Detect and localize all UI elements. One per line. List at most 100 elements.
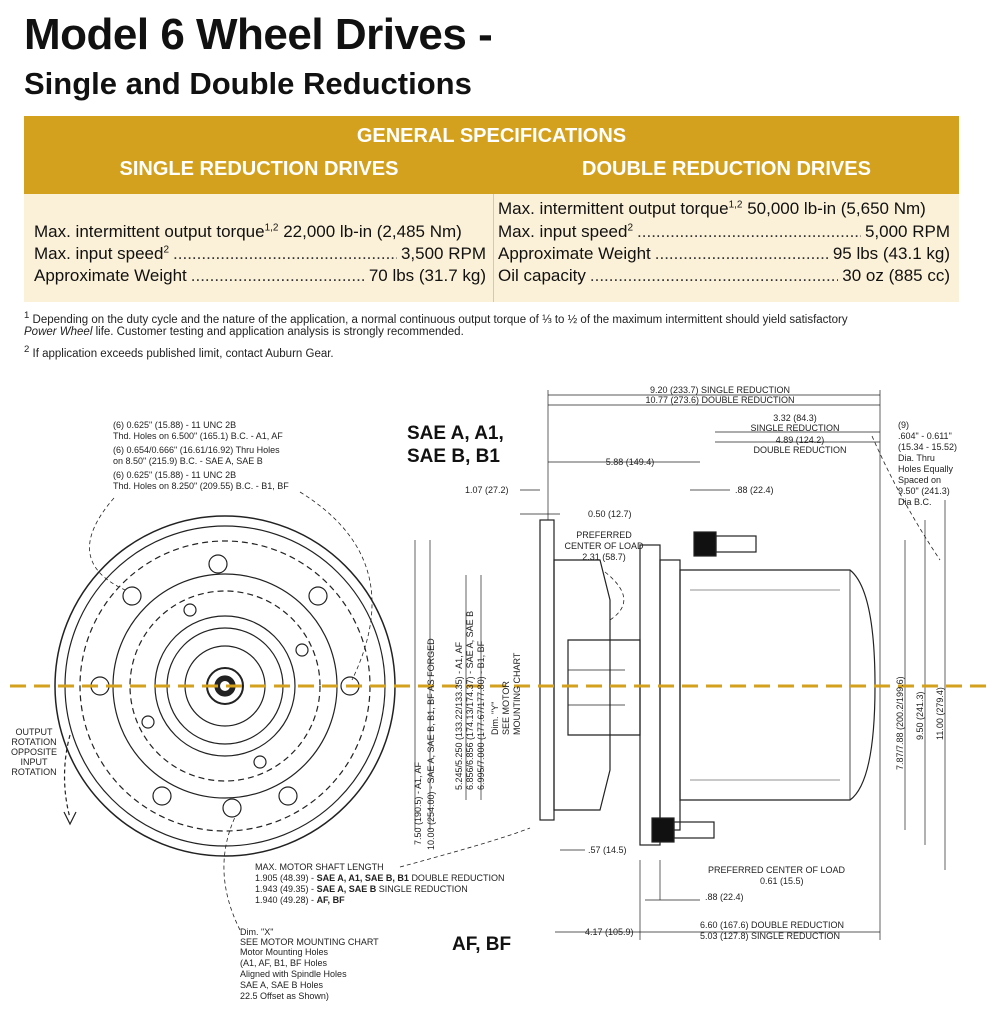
svg-text:Dia. Thru: Dia. Thru [898, 453, 935, 463]
svg-text:9.50" (241.3): 9.50" (241.3) [898, 486, 950, 496]
svg-text:0.50 (12.7): 0.50 (12.7) [588, 509, 632, 519]
side-view-dimensions: 9.20 (233.7) SINGLE REDUCTION 10.77 (273… [413, 385, 957, 941]
single-reduction-heading: SINGLE REDUCTION DRIVES [119, 158, 399, 180]
svg-text:6.60 (167.6) DOUBLE REDUCTION: 6.60 (167.6) DOUBLE REDUCTION [700, 920, 844, 930]
motor-hole [295, 643, 309, 657]
spec-heading: GENERAL SPECIFICATIONS [356, 125, 627, 147]
footnote-1: 1 Depending on the duty cycle and the na… [24, 310, 848, 326]
column-divider [493, 194, 494, 302]
svg-text:11.00 (279.4): 11.00 (279.4) [935, 687, 945, 740]
svg-text:10.00 (254.00) - SAE A, SAE B,: 10.00 (254.00) - SAE A, SAE B, B1, BF AS… [426, 638, 436, 850]
rotation-note: ROTATION [11, 767, 56, 777]
svg-text:3.32 (84.3): 3.32 (84.3) [773, 413, 817, 423]
mounting-hole [122, 586, 142, 606]
motor-hole [183, 603, 197, 617]
rotation-note: INPUT [21, 757, 49, 767]
svg-text:PREFERRED: PREFERRED [576, 530, 632, 540]
wheel-stud [651, 817, 675, 843]
svg-text:9.50 (241.3): 9.50 (241.3) [915, 691, 925, 740]
double-spec-row: Max. intermittent output torque1,2 50,00… [498, 199, 926, 218]
dot-leader: ........................................… [190, 266, 365, 285]
mounting-hole [222, 798, 242, 818]
footnote-1-cont: Power Wheel life. Customer testing and a… [24, 326, 464, 338]
front-note: (6) 0.625" (15.88) - 11 UNC 2B [113, 420, 236, 430]
svg-text:1.940 (49.28) - AF, BF: 1.940 (49.28) - AF, BF [255, 895, 345, 905]
page-subtitle: Single and Double Reductions [24, 66, 472, 101]
svg-text:(9): (9) [898, 420, 909, 430]
svg-text:MAX. MOTOR SHAFT LENGTH: MAX. MOTOR SHAFT LENGTH [255, 862, 384, 872]
dimx-note: Dim. "X" [240, 927, 273, 937]
shaft-bore [567, 639, 641, 736]
dot-leader: ........................................… [654, 244, 829, 263]
svg-text:PREFERRED CENTER OF LOAD: PREFERRED CENTER OF LOAD [708, 865, 846, 875]
dimx-note: SEE MOTOR MOUNTING CHART [240, 937, 379, 947]
front-note: Thd. Holes on 6.500" (165.1) B.C. - A1, … [113, 431, 283, 441]
front-note: (6) 0.625" (15.88) - 11 UNC 2B [113, 470, 236, 480]
svg-text:.88 (22.4): .88 (22.4) [705, 892, 744, 902]
svg-text:1.905 (48.39) - SAE A, A1, SAE: 1.905 (48.39) - SAE A, A1, SAE B, B1 DOU… [255, 873, 504, 883]
general-specifications-table: GENERAL SPECIFICATIONS SINGLE REDUCTION … [24, 116, 959, 302]
mounting-hole [208, 554, 228, 574]
svg-text:.88 (22.4): .88 (22.4) [735, 485, 774, 495]
dot-leader: ........................................… [637, 222, 861, 241]
mounting-hole [278, 786, 298, 806]
single-spec-row: Max. intermittent output torque1,2 22,00… [34, 222, 462, 241]
svg-text:7.50 (190.5) - A1, AF: 7.50 (190.5) - A1, AF [413, 761, 423, 845]
double-spec-row: Approximate Weight .....................… [498, 244, 950, 263]
rotation-arrow [63, 734, 71, 819]
dot-leader: ........................................… [173, 244, 397, 263]
wheel-flange [639, 544, 661, 846]
svg-text:0.61 (15.5): 0.61 (15.5) [760, 876, 804, 886]
svg-text:SINGLE REDUCTION: SINGLE REDUCTION [750, 423, 839, 433]
dimx-note: SAE A, SAE B Holes [240, 980, 324, 990]
svg-text:5.245/5.250 (133.22/133.35) -: 5.245/5.250 (133.22/133.35) - A1, AF [454, 641, 464, 790]
double-reduction-heading: DOUBLE REDUCTION DRIVES [582, 158, 871, 180]
spec-table-header: GENERAL SPECIFICATIONS SINGLE REDUCTION … [24, 116, 959, 194]
svg-text:.604" - 0.611": .604" - 0.611" [898, 431, 952, 441]
label-sae-group: SAE A, A1, SAE B, B1 [407, 423, 504, 467]
single-spec-row: Approximate Weight .....................… [34, 266, 486, 285]
mounting-hole [308, 586, 328, 606]
dimx-note: (A1, AF, B1, BF Holes [240, 958, 328, 968]
svg-text:4.17 (105.9): 4.17 (105.9) [585, 927, 634, 937]
front-view-notes: (6) 0.625" (15.88) - 11 UNC 2B Thd. Hole… [11, 420, 379, 1001]
svg-text:CENTER OF LOAD: CENTER OF LOAD [564, 541, 644, 551]
svg-text:Dia B.C.: Dia B.C. [898, 497, 932, 507]
svg-text:1.07 (27.2): 1.07 (27.2) [465, 485, 509, 495]
dimx-note: Aligned with Spindle Holes [240, 969, 347, 979]
page-title: Model 6 Wheel Drives - [24, 10, 493, 59]
front-note: (6) 0.654/0.666" (16.61/16.92) Thru Hole… [113, 445, 280, 455]
rotation-note: ROTATION [11, 737, 56, 747]
footnote-2: 2 If application exceeds published limit… [24, 344, 334, 360]
dimx-note: 22.5 Offset as Shown) [240, 991, 329, 1001]
svg-text:10.77 (273.6) DOUBLE REDUCTION: 10.77 (273.6) DOUBLE REDUCTION [645, 395, 794, 405]
hub-ring [659, 559, 681, 831]
dot-leader: ........................................… [589, 266, 839, 285]
svg-text:(15.34 - 15.52): (15.34 - 15.52) [898, 442, 957, 452]
bolt-circle-inner [129, 590, 321, 782]
svg-text:2.31 (58.7): 2.31 (58.7) [582, 552, 626, 562]
front-note: on 8.50" (215.9) B.C. - SAE A, SAE B [113, 456, 263, 466]
shaft-length-note: MAX. MOTOR SHAFT LENGTH 1.905 (48.39) - … [255, 862, 504, 905]
technical-drawing: (6) 0.625" (15.88) - 11 UNC 2B Thd. Hole… [10, 385, 990, 1001]
dimx-note: Motor Mounting Holes [240, 947, 329, 957]
svg-text:Holes Equally: Holes Equally [898, 464, 954, 474]
spindle-hub [553, 559, 611, 811]
svg-text:.57 (14.5): .57 (14.5) [588, 845, 627, 855]
wheel-stud-thread [673, 821, 715, 839]
svg-text:Spaced on: Spaced on [898, 475, 941, 485]
svg-text:6.995/7.000 (177.67/177.80) -: 6.995/7.000 (177.67/177.80) - B1, BF [476, 640, 486, 790]
motor-flange [539, 519, 555, 821]
svg-text:DOUBLE REDUCTION: DOUBLE REDUCTION [753, 445, 846, 455]
single-spec-row: Max. input speed2 ......................… [34, 244, 486, 263]
svg-text:MOUNTING CHART: MOUNTING CHART [512, 652, 522, 735]
spec-table-body: Max. intermittent output torque1,2 22,00… [24, 194, 959, 302]
double-spec-row: Max. input speed2 ......................… [498, 222, 950, 241]
rotation-note: OPPOSITE [11, 747, 57, 757]
svg-text:4.89 (124.2): 4.89 (124.2) [776, 435, 825, 445]
label-af-bf: AF, BF [452, 934, 512, 955]
wheel-stud [693, 531, 717, 557]
svg-text:7.87/7.88 (200.2/199.6): 7.87/7.88 (200.2/199.6) [895, 676, 905, 770]
svg-text:9.20 (233.7) SINGLE REDUCTION: 9.20 (233.7) SINGLE REDUCTION [650, 385, 790, 395]
motor-hole [253, 755, 267, 769]
